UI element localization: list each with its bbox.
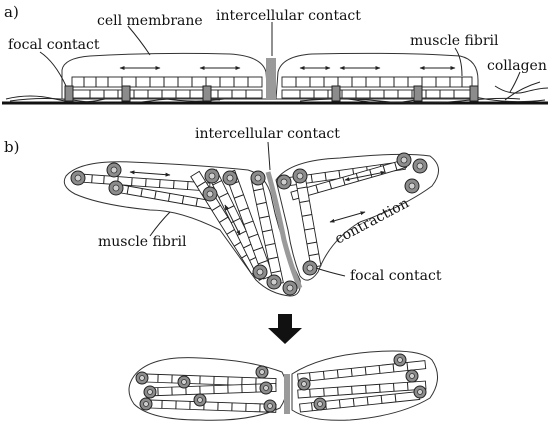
focal-contact	[203, 86, 211, 101]
contracted-cells	[129, 351, 438, 420]
panel-b-letter: b)	[4, 138, 19, 156]
panel-a: a)	[2, 3, 548, 104]
label-intercellular-contact-a: intercellular contact	[216, 8, 361, 24]
label-intercellular-contact-b: intercellular contact	[195, 126, 340, 142]
intercellular-contact-a	[266, 58, 276, 100]
label-muscle-fibril-a: muscle fibril	[410, 33, 499, 49]
focal-contact	[65, 86, 73, 101]
label-cell-membrane: cell membrane	[97, 13, 203, 29]
focal-contact	[414, 86, 422, 101]
label-collagen: collagen	[487, 58, 547, 74]
focal-contact	[122, 86, 130, 101]
label-focal-contact-b: focal contact	[350, 268, 442, 284]
panel-a-letter: a)	[4, 3, 19, 21]
label-focal-contact-a: focal contact	[8, 37, 100, 53]
focal-contact	[470, 86, 478, 101]
focal-contact	[332, 86, 340, 101]
transition-arrow-icon	[268, 314, 302, 344]
intercellular-contact-c	[284, 374, 290, 414]
panel-b: b)	[4, 126, 442, 420]
label-muscle-fibril-b: muscle fibril	[98, 234, 187, 250]
